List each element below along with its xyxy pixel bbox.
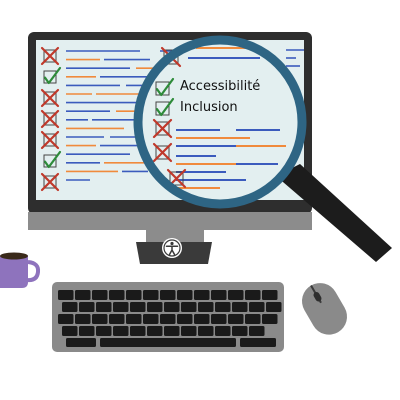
keyboard-key bbox=[249, 302, 265, 312]
cross-icon bbox=[40, 172, 60, 192]
keyboard-key bbox=[92, 290, 108, 300]
magnifier-ring bbox=[133, 35, 307, 209]
screen-text-lines bbox=[66, 49, 304, 181]
coffee-mug-icon bbox=[0, 252, 41, 288]
keyboard-key bbox=[232, 302, 248, 312]
keyboard-key bbox=[249, 326, 265, 336]
keyboard-key bbox=[215, 326, 231, 336]
keyboard-key bbox=[96, 302, 112, 312]
monitor-neck bbox=[146, 230, 204, 242]
keyboard-key bbox=[211, 314, 227, 324]
keyboard-key bbox=[211, 290, 227, 300]
keyboard-key bbox=[143, 290, 159, 300]
screen-checklist bbox=[40, 46, 62, 192]
keyboard-key bbox=[58, 290, 74, 300]
checkmark-icon bbox=[155, 97, 175, 117]
keyboard-key bbox=[126, 314, 142, 324]
keyboard-key bbox=[113, 326, 129, 336]
keyboard-key bbox=[177, 314, 193, 324]
keyboard-spacebar bbox=[100, 338, 236, 347]
keyboard-key bbox=[58, 314, 74, 324]
keyboard-key bbox=[126, 290, 142, 300]
keyboard-key bbox=[181, 302, 197, 312]
keyboard-key bbox=[96, 326, 112, 336]
cross-icon bbox=[40, 46, 60, 66]
keyboard-key bbox=[194, 314, 210, 324]
keyboard-key bbox=[147, 302, 163, 312]
keyboard-key bbox=[79, 302, 95, 312]
keyboard-key bbox=[164, 302, 180, 312]
keyboard-key bbox=[262, 290, 278, 300]
checkmark-icon bbox=[43, 66, 62, 85]
keyboard-key bbox=[130, 326, 146, 336]
cross-icon bbox=[40, 88, 60, 108]
keyboard-icon bbox=[52, 282, 284, 352]
keyboard-key bbox=[62, 302, 78, 312]
checkmark-icon bbox=[43, 150, 62, 169]
keyboard-key bbox=[198, 302, 214, 312]
lens-text-lines bbox=[176, 47, 286, 189]
keyboard-key bbox=[75, 290, 91, 300]
keyboard-key bbox=[245, 290, 261, 300]
keyboard-key bbox=[194, 290, 210, 300]
monitor-bezel-bottom bbox=[28, 212, 312, 230]
keyboard-keys bbox=[58, 290, 282, 347]
cross-icon bbox=[40, 109, 60, 129]
keyboard-key bbox=[164, 326, 180, 336]
keyboard-key bbox=[79, 326, 95, 336]
checkmark-icon bbox=[155, 77, 175, 97]
keyboard-key bbox=[62, 326, 78, 336]
keyboard-key bbox=[109, 290, 125, 300]
accessibility-icon bbox=[162, 238, 182, 258]
keyboard-key bbox=[66, 338, 96, 347]
keyboard-key bbox=[181, 326, 197, 336]
keyboard-key bbox=[113, 302, 129, 312]
magnifying-glass-icon: Accessibilité Inclusion bbox=[133, 35, 392, 262]
keyboard-key bbox=[245, 314, 261, 324]
cross-icon bbox=[152, 118, 173, 139]
keyboard-key bbox=[266, 302, 282, 312]
keyboard-key bbox=[198, 326, 214, 336]
mouse-icon bbox=[302, 283, 347, 335]
keyboard-key bbox=[109, 314, 125, 324]
keyboard-key bbox=[228, 314, 244, 324]
keyboard-key bbox=[160, 314, 176, 324]
cross-icon bbox=[40, 130, 60, 150]
lens-item-accessibilite: Accessibilité bbox=[180, 79, 260, 94]
keyboard-key bbox=[228, 290, 244, 300]
keyboard-key bbox=[262, 314, 278, 324]
cross-icon bbox=[152, 142, 173, 163]
keyboard-key bbox=[143, 314, 159, 324]
keyboard-key bbox=[130, 302, 146, 312]
magnifier-handle bbox=[276, 164, 392, 262]
keyboard-key bbox=[240, 338, 276, 347]
keyboard-key bbox=[92, 314, 108, 324]
keyboard-key bbox=[177, 290, 193, 300]
keyboard-key bbox=[232, 326, 248, 336]
keyboard-key bbox=[147, 326, 163, 336]
keyboard-key bbox=[75, 314, 91, 324]
lens-item-inclusion: Inclusion bbox=[180, 100, 238, 115]
keyboard-key bbox=[215, 302, 231, 312]
keyboard-key bbox=[160, 290, 176, 300]
